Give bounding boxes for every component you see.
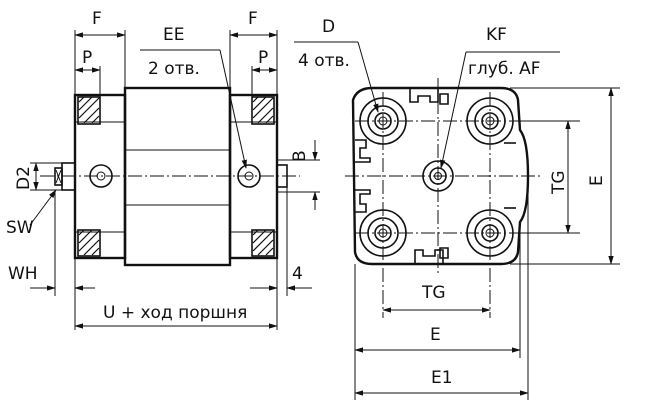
label-f-left: F (92, 9, 102, 29)
label-kf: KF (486, 25, 507, 45)
label-d: D (322, 17, 335, 37)
label-d2: D2 (14, 166, 34, 190)
pocket-top-right (251, 96, 275, 125)
pocket-bottom-left (77, 229, 101, 257)
label-d-qty: 4 отв. (298, 51, 350, 71)
label-kf-depth: глуб. AF (468, 59, 541, 79)
pocket-top-left (77, 96, 101, 125)
label-p-right: P (258, 48, 268, 68)
label-tg-vertical: TG (549, 170, 569, 195)
label-ee-qty: 2 отв. (148, 59, 200, 79)
label-f-right: F (248, 9, 258, 29)
label-tg-horizontal: TG (421, 283, 446, 303)
top-slot (409, 88, 439, 103)
label-ee: EE (163, 25, 184, 45)
front-view: D 4 отв. KF глуб. AF TG E TG E E1 (294, 17, 620, 400)
label-four: 4 (292, 264, 303, 284)
label-e-vertical: E (587, 175, 607, 186)
label-sw: SW (6, 218, 34, 238)
front-profile (351, 86, 530, 266)
label-e1: E1 (431, 368, 453, 388)
left-slot (355, 139, 371, 163)
label-b: B (290, 150, 310, 162)
label-p-left: P (82, 48, 92, 68)
label-e-horizontal: E (430, 325, 441, 345)
pocket-bottom-right (251, 229, 275, 257)
label-wh: WH (8, 264, 38, 284)
label-u-stroke: U + ход поршня (103, 303, 247, 323)
side-view: F P F P EE 2 отв. B D2 SW (6, 9, 320, 330)
bottom-slot (414, 249, 444, 264)
